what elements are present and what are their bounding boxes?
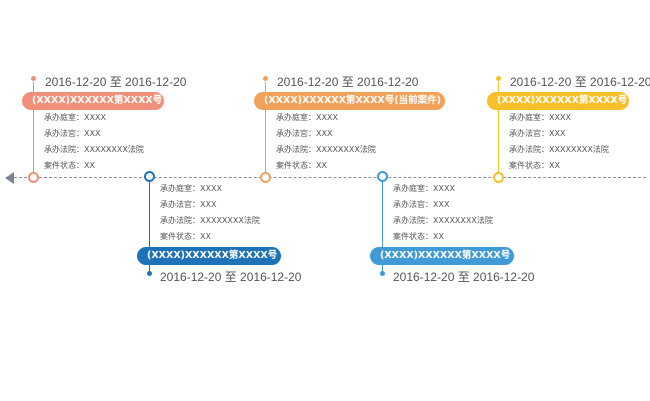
status-value: XX: [84, 161, 95, 170]
field-label-court-room: 承办庭室：: [393, 184, 433, 193]
judge-value: XXX: [316, 129, 333, 138]
event-date-range: 2016-12-20 至 2016-12-20: [160, 270, 302, 284]
field-label-court-room: 承办庭室：: [160, 184, 200, 193]
date-marker-dot: [31, 76, 36, 81]
field-label-judge: 承办法官：: [160, 200, 200, 209]
event-date-range: 2016-12-20 至 2016-12-20: [277, 75, 419, 89]
case-number-label[interactable]: (XXXX)XXXXXX第XXXX号: [370, 247, 514, 265]
field-label-judge: 承办法官：: [509, 129, 549, 138]
connector-line: [33, 82, 34, 177]
status-value: XX: [433, 232, 444, 241]
field-label-court: 承办法院：: [393, 216, 433, 225]
date-marker-dot: [263, 76, 268, 81]
field-label-judge: 承办法官：: [276, 129, 316, 138]
timeline-node[interactable]: [260, 172, 271, 183]
field-label-court-room: 承办庭室：: [509, 113, 549, 122]
timeline-node[interactable]: [493, 172, 504, 183]
court-value: XXXXXXXX法院: [84, 145, 144, 154]
case-number-label[interactable]: (XXXX)XXXXXX第XXXX号: [22, 92, 164, 110]
field-label-status: 案件状态：: [160, 232, 200, 241]
court-room-value: XXXX: [200, 184, 222, 193]
field-label-court: 承办法院：: [44, 145, 84, 154]
court-room-value: XXXX: [549, 113, 571, 122]
field-label-court-room: 承办庭室：: [44, 113, 84, 122]
case-details: 承办庭室：XXXX 承办法官：XXX 承办法院：XXXXXXXX法院 案件状态：…: [393, 181, 493, 245]
case-number-label[interactable]: (XXXX)XXXXXX第XXXX号(当前案件): [254, 92, 445, 110]
field-label-court: 承办法院：: [160, 216, 200, 225]
timeline-node[interactable]: [28, 172, 39, 183]
field-label-court-room: 承办庭室：: [276, 113, 316, 122]
court-value: XXXXXXXX法院: [549, 145, 609, 154]
connector-line: [498, 82, 499, 177]
connector-line: [265, 82, 266, 177]
judge-value: XXX: [200, 200, 217, 209]
field-label-judge: 承办法官：: [393, 200, 433, 209]
judge-value: XXX: [84, 129, 101, 138]
status-value: XX: [200, 232, 211, 241]
judge-value: XXX: [549, 129, 566, 138]
date-marker-dot: [380, 271, 385, 276]
timeline-axis: [14, 177, 646, 178]
connector-line: [382, 177, 383, 273]
court-room-value: XXXX: [316, 113, 338, 122]
court-room-value: XXXX: [84, 113, 106, 122]
case-number-label[interactable]: (XXXX)XXXXXX第XXXX号: [137, 247, 281, 265]
field-label-status: 案件状态：: [44, 161, 84, 170]
case-details: 承办庭室：XXXX 承办法官：XXX 承办法院：XXXXXXXX法院 案件状态：…: [160, 181, 260, 245]
court-room-value: XXXX: [433, 184, 455, 193]
field-label-status: 案件状态：: [509, 161, 549, 170]
court-value: XXXXXXXX法院: [316, 145, 376, 154]
judge-value: XXX: [433, 200, 450, 209]
date-marker-dot: [147, 271, 152, 276]
case-number-label[interactable]: (XXXX)XXXXXX第XXXX号: [487, 92, 629, 110]
date-marker-dot: [496, 76, 501, 81]
case-details: 承办庭室：XXXX 承办法官：XXX 承办法院：XXXXXXXX法院 案件状态：…: [44, 110, 144, 174]
court-value: XXXXXXXX法院: [433, 216, 493, 225]
field-label-judge: 承办法官：: [44, 129, 84, 138]
event-date-range: 2016-12-20 至 2016-12-20: [393, 270, 535, 284]
event-date-range: 2016-12-20 至 2016-12-20: [45, 75, 187, 89]
field-label-court: 承办法院：: [276, 145, 316, 154]
timeline-node[interactable]: [377, 171, 388, 182]
status-value: XX: [549, 161, 560, 170]
field-label-court: 承办法院：: [509, 145, 549, 154]
field-label-status: 案件状态：: [393, 232, 433, 241]
connector-line: [149, 177, 150, 273]
case-details: 承办庭室：XXXX 承办法官：XXX 承办法院：XXXXXXXX法院 案件状态：…: [276, 110, 376, 174]
status-value: XX: [316, 161, 327, 170]
case-details: 承办庭室：XXXX 承办法官：XXX 承办法院：XXXXXXXX法院 案件状态：…: [509, 110, 609, 174]
court-value: XXXXXXXX法院: [200, 216, 260, 225]
event-date-range: 2016-12-20 至 2016-12-20: [510, 75, 650, 89]
field-label-status: 案件状态：: [276, 161, 316, 170]
timeline-node[interactable]: [144, 171, 155, 182]
timeline-arrow-icon: [5, 172, 14, 184]
